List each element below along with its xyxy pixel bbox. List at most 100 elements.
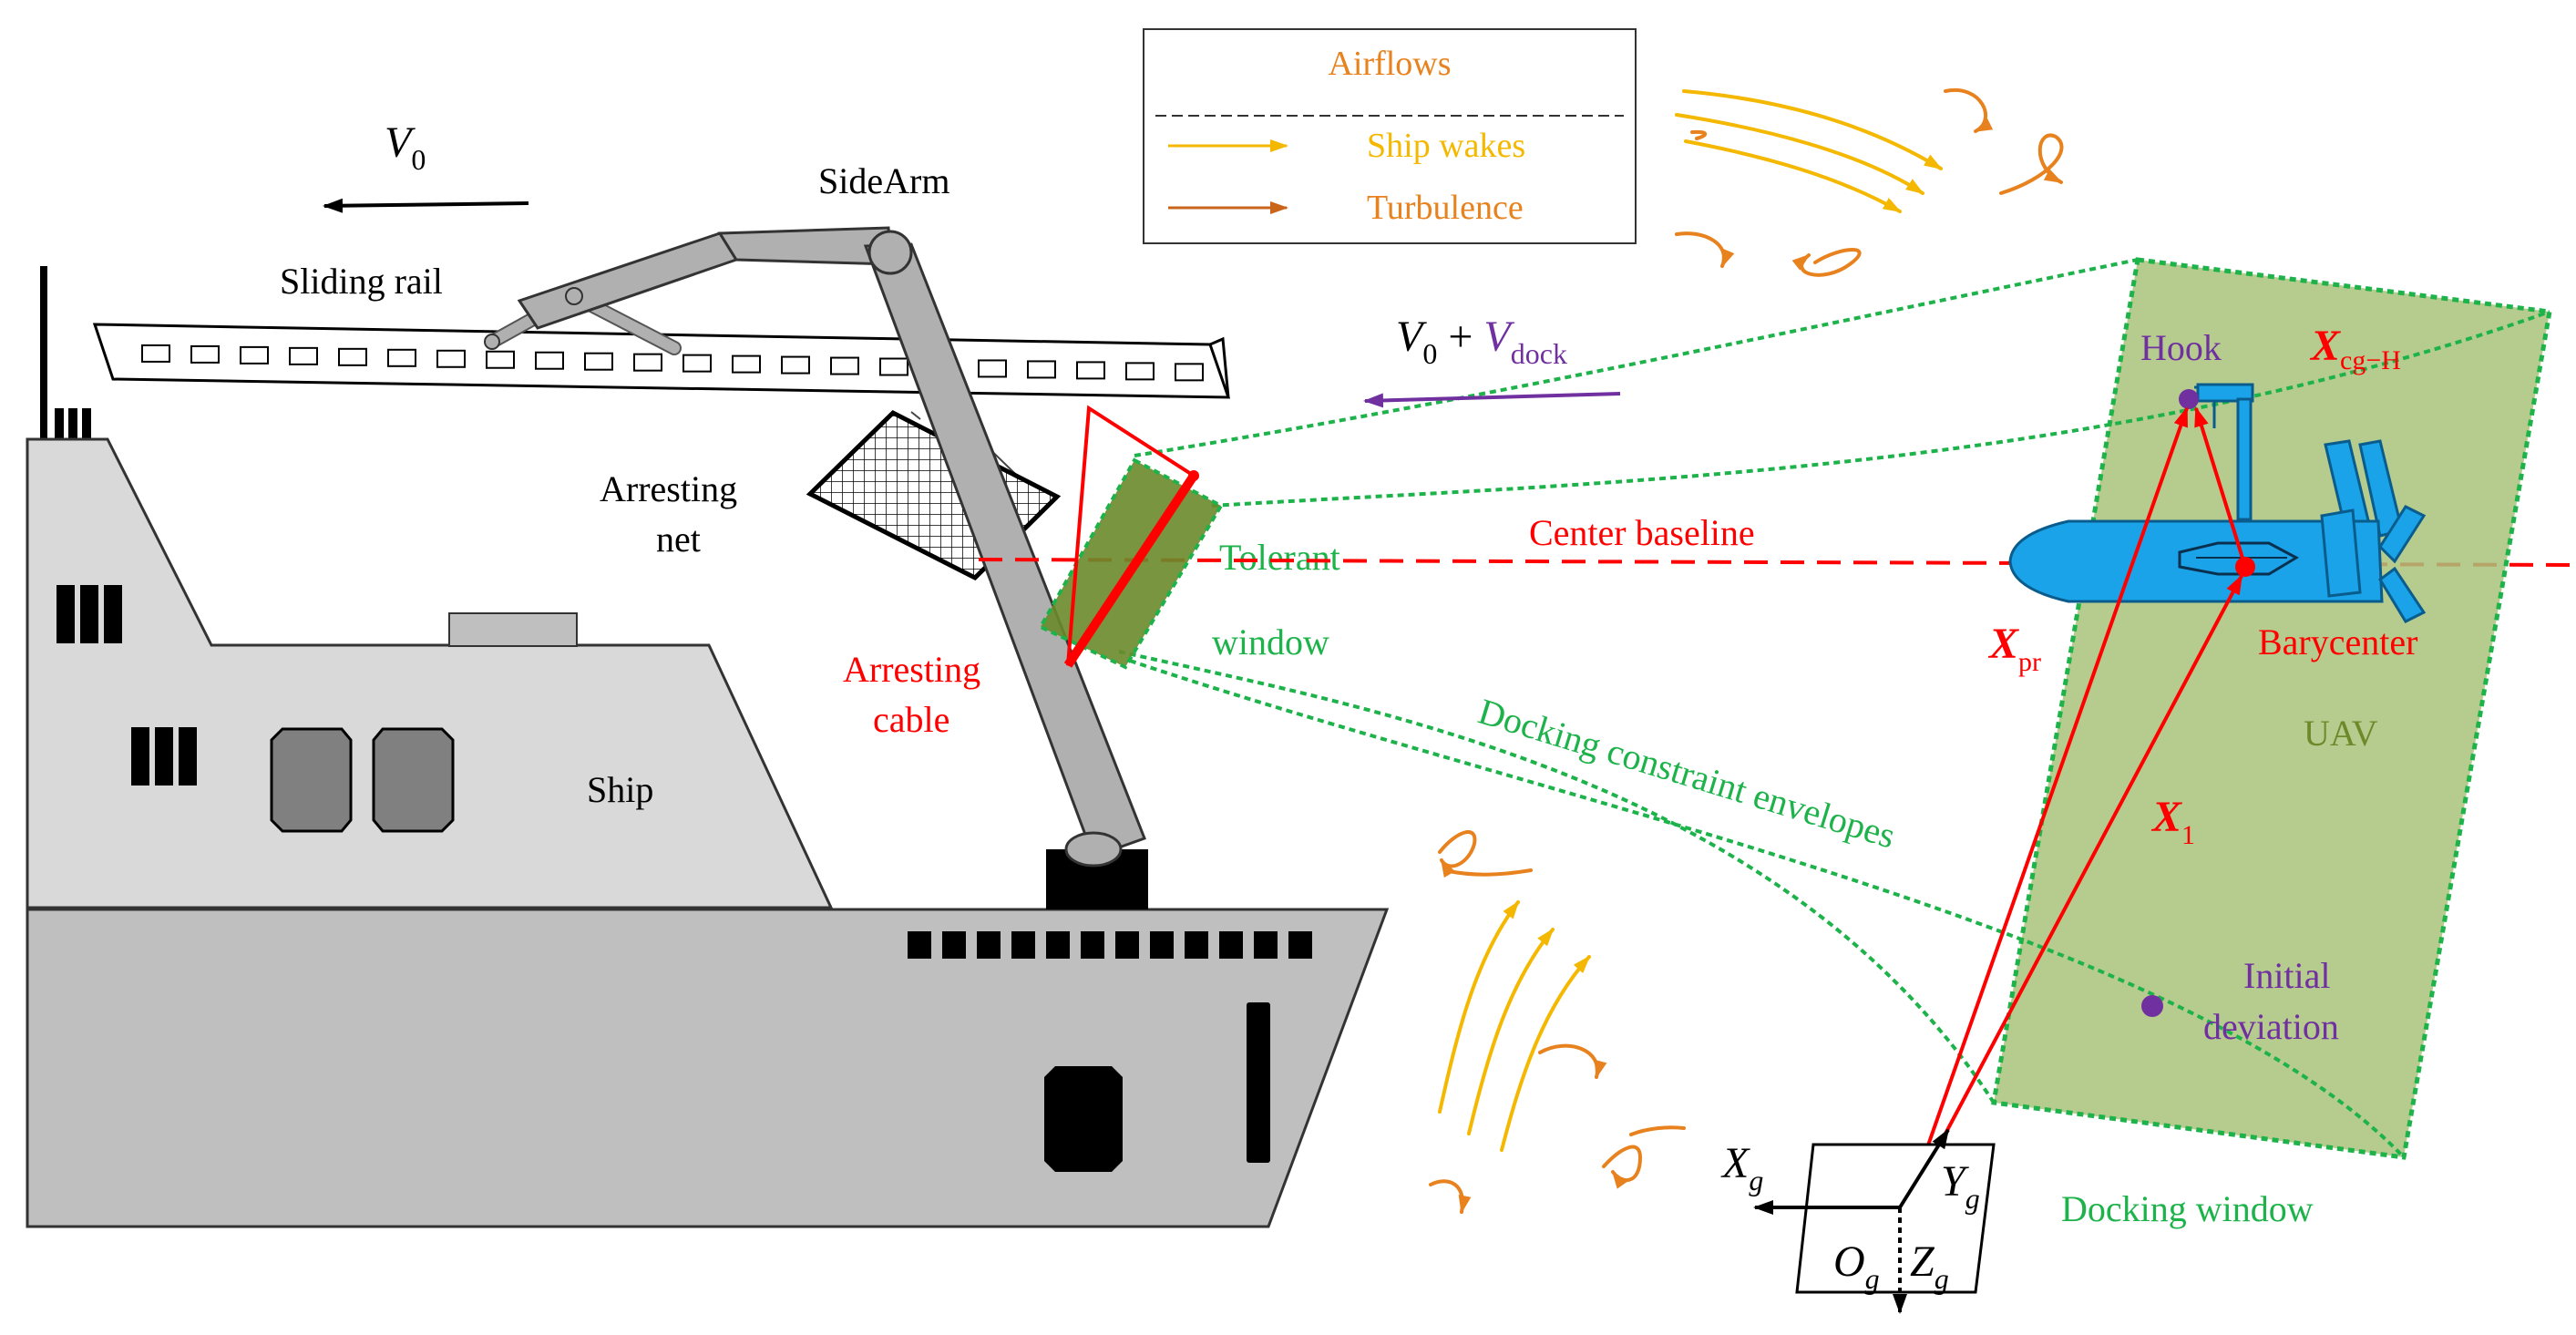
rail-window [1027,360,1056,379]
arresting-cable-label-1: Arresting [843,649,980,690]
rail-window [682,354,712,373]
ship-superstructure [26,437,834,909]
sidearm-label: SideArm [818,160,949,201]
rail-window [633,353,662,372]
rail-window [436,349,466,368]
rail-window [830,356,859,375]
rail-window [781,355,810,375]
v-dock-arrow [1363,392,1621,408]
hook-point [2179,389,2199,409]
rail-window [289,346,318,365]
sliding-rail-label: Sliding rail [280,261,443,302]
ship-window [179,727,197,786]
arresting-cable-label-2: cable [873,699,949,740]
ship-window [56,585,75,643]
ship-door [270,727,353,833]
ship-portholes [908,931,1312,959]
porthole [1288,931,1312,959]
porthole [1011,931,1035,959]
ship-window [131,727,149,786]
v0-arrow [323,198,529,213]
porthole [977,931,1001,959]
rail-window [535,351,564,370]
barycenter-label: Barycenter [2258,621,2417,662]
tolerant-window-label-1: Tolerant [1219,537,1340,578]
rail-window [732,354,761,374]
ship-wakes-bottom [1438,900,1591,1152]
porthole [942,931,966,959]
ship-label: Ship [587,769,653,810]
yg-axis [1898,1128,1950,1209]
og-label: Og [1833,1237,1880,1295]
ship-window [80,585,98,643]
initial-deviation-point [2141,995,2163,1017]
x-cg-h-label: Xcg−H [2309,322,2401,375]
ship-deck-box [448,612,578,647]
x1-label: X1 [2150,793,2195,850]
hull-slot [1247,1002,1270,1163]
turbulence-bottom [1429,830,1686,1214]
porthole [1081,931,1104,959]
yg-label: Yg [1941,1157,1980,1215]
sidearm [484,226,1146,868]
rail-window [978,359,1007,378]
hull-hatch [1044,1066,1123,1172]
x-pr-label: Xpr [1987,620,2041,677]
porthole [1150,931,1174,959]
arresting-net-label-2: net [656,519,701,560]
ship-window [104,585,122,643]
legend-airflows: Airflows [1328,45,1451,83]
porthole [1046,931,1070,959]
legend-turbulence: Turbulence [1367,189,1524,227]
tolerant-window-label-2: window [1212,621,1329,662]
porthole [1219,931,1243,959]
porthole [1185,931,1208,959]
initial-deviation-label-2: deviation [2203,1006,2339,1047]
rail-window [1125,362,1155,381]
ship-vent [68,408,77,441]
uav-label: UAV [2304,713,2378,754]
docking-constraint-envelopes [1118,258,2550,1159]
center-baseline-label: Center baseline [1529,512,1755,553]
ship-mast [40,266,47,443]
rail-window [1076,361,1105,380]
x-cg-h-vector [2194,406,2247,568]
ship-door [372,727,455,833]
rail-window [879,357,908,376]
rail-window [486,350,515,369]
zg-label: Zg [1910,1237,1949,1295]
ship-vent [82,408,91,441]
xg-label: Xg [1720,1139,1763,1196]
x1-vector [1904,574,2243,1208]
turbulence-top [1675,87,2064,277]
legend: Airflows Ship wakes Turbulence [1143,28,1637,244]
initial-deviation-label-1: Initial [2243,955,2331,996]
ship-hull [26,908,1390,1228]
ship-wakes-top [1675,89,1943,213]
porthole [908,931,931,959]
x-pr-vector [1904,406,2189,1208]
rail-window [338,347,367,366]
v-dock-label: V0 + Vdock [1396,313,1567,370]
v0-label: V0 [385,118,426,176]
docking-constraint-label: Docking constraint envelopes [1473,691,1900,857]
ground-frame: Xg Yg Zg Og [1720,1128,1996,1314]
arresting-cable [1063,473,1198,668]
rail-window [584,352,613,371]
rail-window [1175,363,1204,382]
docking-window-label: Docking window [2061,1188,2314,1229]
rail-window [190,344,220,364]
ship-window [155,727,173,786]
ship [26,266,1390,1228]
uav [2008,383,2427,623]
porthole [1254,931,1278,959]
rail-window [387,348,416,367]
rail-window [240,345,269,365]
hook-label: Hook [2140,327,2222,368]
legend-ship-wakes: Ship wakes [1367,127,1525,165]
ship-vent [55,408,64,441]
porthole [1115,931,1139,959]
rail-window [141,344,170,363]
